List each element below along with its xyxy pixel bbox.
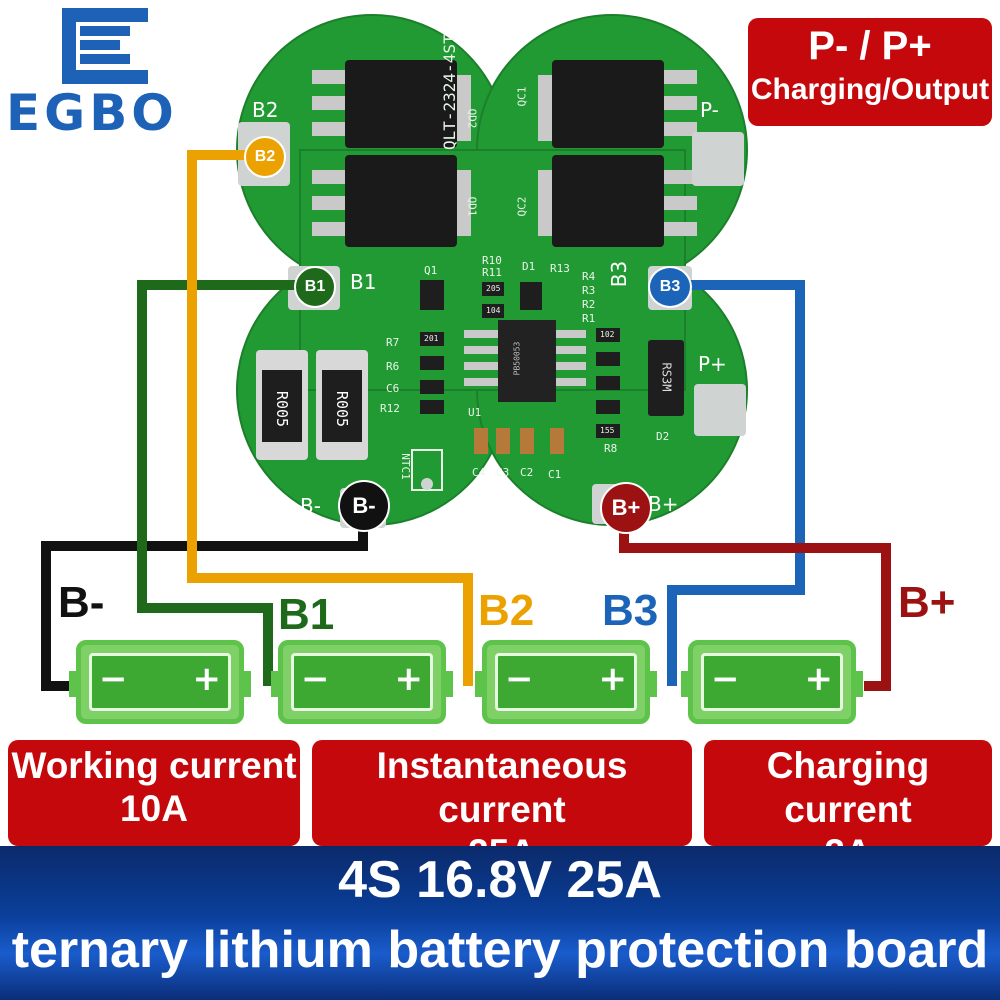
- silk-c6: C6: [386, 382, 400, 395]
- silk-r2: R2: [582, 298, 596, 311]
- output-callout: P- / P+ Charging/Output: [748, 18, 992, 126]
- spec-label: Instantaneous current: [376, 745, 628, 830]
- silk-c2: C2: [520, 466, 534, 479]
- battery-cell: − +: [271, 640, 453, 724]
- silk-r1: R1: [582, 312, 596, 325]
- brand-logo-text: EGBO: [6, 84, 178, 142]
- silk-r8: R8: [604, 442, 618, 455]
- silk-c4: C4: [472, 466, 486, 479]
- silk-d1: D1: [522, 260, 536, 273]
- silk-d2: D2: [656, 430, 670, 443]
- silk-res102: 102: [600, 330, 615, 339]
- spec-label: Charging current: [766, 745, 930, 830]
- battery-plus-sign: +: [394, 659, 424, 699]
- spec-charging-current: Charging current 2A: [704, 740, 992, 873]
- pad-label-p-plus: P+: [698, 352, 727, 376]
- wire-b3: [667, 280, 805, 686]
- wire-label-b3: B3: [602, 586, 659, 635]
- pcb-board: [236, 14, 748, 528]
- battery-cell: − +: [475, 640, 657, 724]
- silk-c1: C1: [548, 468, 562, 481]
- silk-res201: 201: [424, 334, 439, 343]
- marker-b-plus: B+: [600, 482, 652, 534]
- callout-subtitle: Charging/Output: [750, 73, 990, 106]
- pad-label-p-minus: P-: [700, 98, 719, 122]
- battery-plus-sign: +: [192, 659, 222, 699]
- battery-plus-sign: +: [598, 659, 628, 699]
- pad-label-b2: B2: [252, 98, 279, 122]
- silk-r6: R6: [386, 360, 400, 373]
- battery-cell: − +: [681, 640, 863, 724]
- silk-r4: R4: [582, 270, 596, 283]
- wire-label-b1: B1: [278, 590, 335, 639]
- callout-title: P- / P+: [808, 24, 932, 68]
- silk-r13: R13: [550, 262, 570, 275]
- battery-minus-sign: −: [505, 659, 534, 699]
- pad-label-b-minus: B-: [300, 494, 321, 518]
- pad-label-b1: B1: [350, 270, 377, 294]
- wire-b2: [187, 150, 473, 686]
- spec-value: 10A: [120, 788, 188, 829]
- silk-res155: 155: [600, 426, 615, 435]
- silk-r7: R7: [386, 336, 400, 349]
- footer-subtitle: ternary lithium battery protection board: [11, 921, 989, 979]
- wire-label-b-plus: B+: [898, 578, 956, 627]
- silk-q1: Q1: [424, 264, 438, 277]
- silk-r12: R12: [380, 402, 400, 415]
- wire-b1: [137, 280, 312, 686]
- silk-r10: R10: [482, 254, 502, 267]
- battery-minus-sign: −: [711, 659, 740, 699]
- wire-label-b-minus: B-: [58, 578, 105, 627]
- spec-label: Working current: [11, 745, 297, 786]
- wire-label-b2: B2: [478, 586, 535, 635]
- footer-title: 4S 16.8V 25A: [338, 851, 662, 909]
- battery-minus-sign: −: [99, 659, 128, 699]
- marker-b3: B3: [648, 266, 692, 308]
- footer-banner: [0, 846, 1000, 1000]
- wire-b-minus: [41, 505, 368, 691]
- silk-u1: U1: [468, 406, 482, 419]
- spec-working-current: Working current 10A: [8, 740, 300, 846]
- battery-minus-sign: −: [301, 659, 330, 699]
- marker-b-minus: B-: [338, 480, 390, 532]
- spec-instantaneous-current: Instantaneous current 25A: [312, 740, 692, 873]
- pad-label-b-plus: B+: [648, 492, 679, 516]
- silk-res104: 104: [486, 306, 501, 315]
- silk-r3: R3: [582, 284, 596, 297]
- silk-c3: C3: [496, 466, 510, 479]
- battery-plus-sign: +: [804, 659, 834, 699]
- marker-b1: B1: [294, 266, 336, 308]
- silk-r11: R11: [482, 266, 502, 279]
- silk-res205: 205: [486, 284, 501, 293]
- marker-b2: B2: [244, 136, 286, 178]
- battery-cell: − +: [69, 640, 251, 724]
- egbo-logo-icon: [62, 8, 148, 84]
